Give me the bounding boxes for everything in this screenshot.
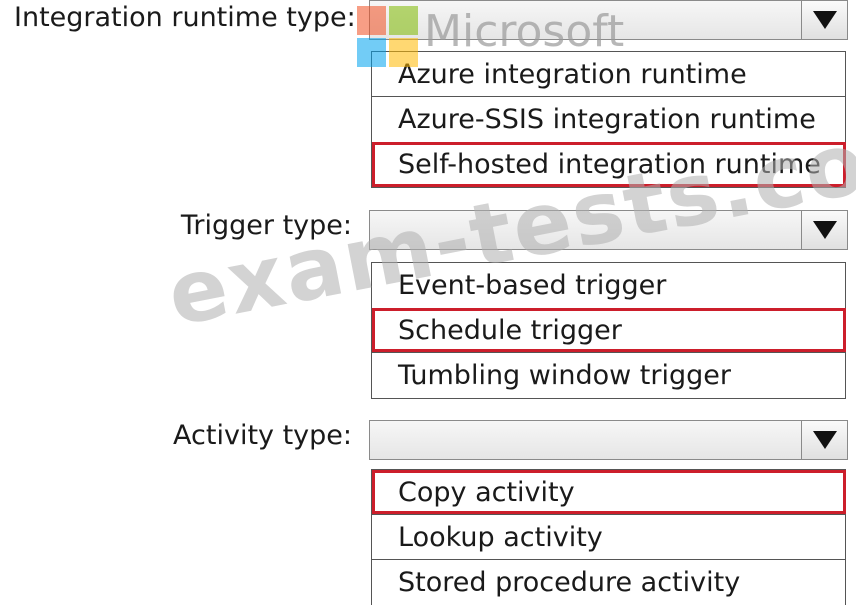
dropdown-arrow-button[interactable]	[801, 211, 847, 249]
option-lookup-activity[interactable]: Lookup activity	[372, 515, 845, 560]
microsoft-logo-watermark	[357, 6, 419, 68]
option-azure-integration-runtime[interactable]: Azure integration runtime	[372, 52, 845, 97]
logo-square-green	[389, 6, 418, 35]
logo-square-red	[357, 6, 386, 35]
option-azure-ssis-integration-runtime[interactable]: Azure-SSIS integration runtime	[398, 104, 816, 135]
option-stored-procedure-activity[interactable]: Stored procedure activity	[398, 567, 741, 598]
chevron-down-icon	[812, 11, 837, 29]
trigger-type-label: Trigger type:	[180, 210, 352, 241]
chevron-down-icon	[812, 221, 837, 239]
dropdown-arrow-button[interactable]	[801, 421, 847, 459]
option-schedule-trigger[interactable]: Schedule trigger	[372, 308, 846, 353]
activity-type-options: Copy activity Lookup activity Stored pro…	[371, 469, 846, 605]
logo-square-blue	[357, 38, 386, 67]
integration-runtime-type-options: Azure integration runtime Azure-SSIS int…	[371, 51, 846, 188]
dropdown-arrow-button[interactable]	[801, 1, 847, 39]
activity-type-dropdown[interactable]	[369, 420, 848, 460]
option-tumbling-window-trigger[interactable]: Tumbling window trigger	[398, 360, 731, 391]
option-copy-activity[interactable]: Copy activity	[372, 470, 846, 515]
option-event-based-trigger[interactable]: Event-based trigger	[398, 270, 667, 301]
logo-square-yellow	[389, 38, 418, 67]
integration-runtime-type-dropdown[interactable]	[369, 0, 848, 40]
chevron-down-icon	[812, 431, 837, 449]
option-self-hosted-integration-runtime[interactable]: Self-hosted integration runtime	[372, 142, 846, 187]
trigger-type-dropdown[interactable]	[369, 210, 848, 250]
trigger-type-options: Event-based trigger Schedule trigger Tum…	[371, 262, 846, 399]
integration-runtime-type-label: Integration runtime type:	[14, 2, 356, 33]
activity-type-label: Activity type:	[173, 420, 352, 451]
